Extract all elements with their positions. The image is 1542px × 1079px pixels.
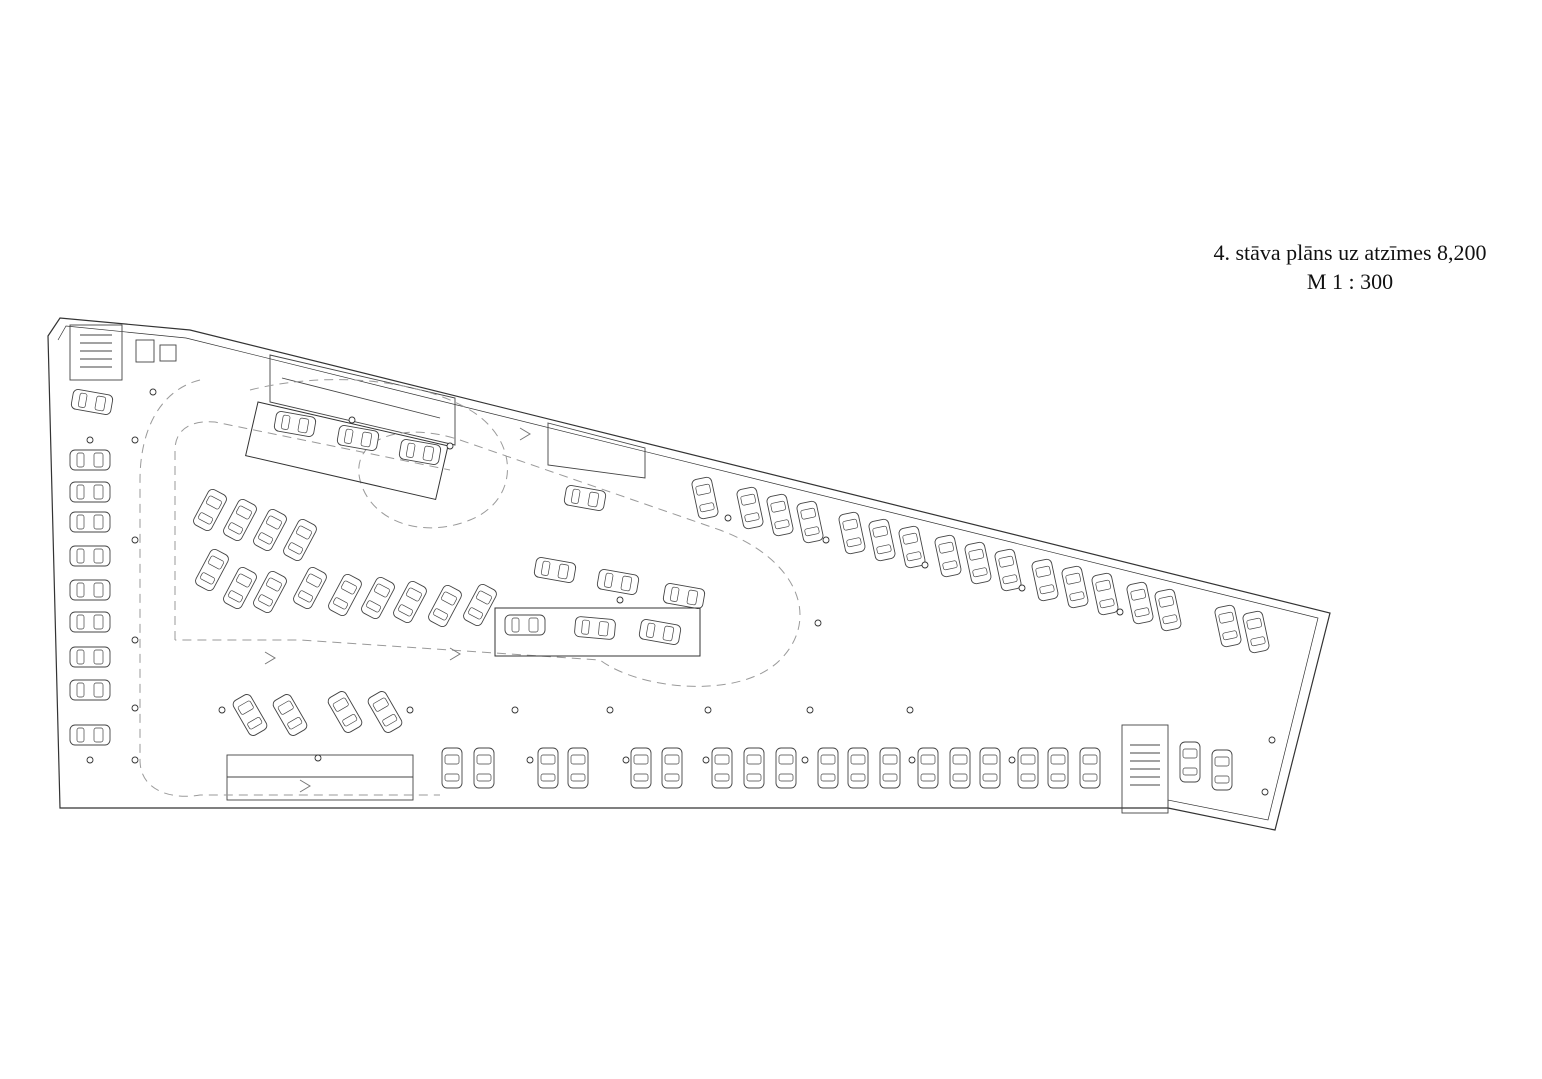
drawing-title: 4. stāva plāns uz atzīmes 8,200 bbox=[1213, 240, 1487, 265]
column-icon bbox=[702, 756, 710, 764]
ramp-north bbox=[269, 354, 646, 479]
direction-arrow-icon bbox=[264, 651, 276, 665]
column-icon bbox=[446, 442, 454, 450]
direction-arrows bbox=[264, 427, 531, 793]
column-icon bbox=[801, 756, 809, 764]
column-icon bbox=[921, 561, 929, 569]
ramp-south bbox=[226, 754, 414, 801]
column-icon bbox=[149, 388, 157, 396]
column-icon bbox=[131, 636, 139, 644]
column-icon bbox=[822, 536, 830, 544]
column-icon bbox=[131, 756, 139, 764]
column-icon bbox=[348, 416, 356, 424]
column-icon bbox=[908, 756, 916, 764]
column-icon bbox=[511, 706, 519, 714]
drawing-scale: M 1 : 300 bbox=[1306, 269, 1394, 294]
column-icon bbox=[1008, 756, 1016, 764]
column-icon bbox=[616, 596, 624, 604]
drawing-title-block: 4. stāva plāns uz atzīmes 8,200 M 1 : 30… bbox=[1150, 238, 1542, 296]
parking-south-row bbox=[441, 741, 1233, 791]
column-icon bbox=[314, 754, 322, 762]
column-icon bbox=[1261, 788, 1269, 796]
parking-central-island bbox=[494, 556, 706, 657]
column-icon bbox=[526, 756, 534, 764]
parking-angled-island bbox=[191, 487, 499, 629]
stair-core-south bbox=[1121, 724, 1169, 814]
column-icon bbox=[1116, 608, 1124, 616]
column-icon bbox=[906, 706, 914, 714]
parking-southwest-angled bbox=[230, 689, 405, 738]
column-icon bbox=[218, 706, 226, 714]
direction-arrow-icon bbox=[299, 779, 311, 793]
driving-route bbox=[139, 379, 801, 797]
column-icon bbox=[704, 706, 712, 714]
column-icon bbox=[131, 436, 139, 444]
column-icon bbox=[806, 706, 814, 714]
column-icon bbox=[622, 756, 630, 764]
direction-arrow-icon bbox=[519, 427, 531, 441]
column-icon bbox=[86, 756, 94, 764]
direction-arrow-icon bbox=[449, 647, 461, 661]
column-icon bbox=[406, 706, 414, 714]
column-icon bbox=[724, 514, 732, 522]
structural-columns bbox=[86, 388, 1276, 796]
column-icon bbox=[131, 536, 139, 544]
column-icon bbox=[131, 704, 139, 712]
parking-north-row bbox=[245, 401, 607, 512]
column-icon bbox=[1268, 736, 1276, 744]
column-icon bbox=[606, 706, 614, 714]
column-icon bbox=[1018, 584, 1026, 592]
stair-core-north bbox=[69, 324, 177, 381]
column-icon bbox=[86, 436, 94, 444]
column-icon bbox=[814, 619, 822, 627]
parking-northeast-row bbox=[690, 475, 1271, 655]
